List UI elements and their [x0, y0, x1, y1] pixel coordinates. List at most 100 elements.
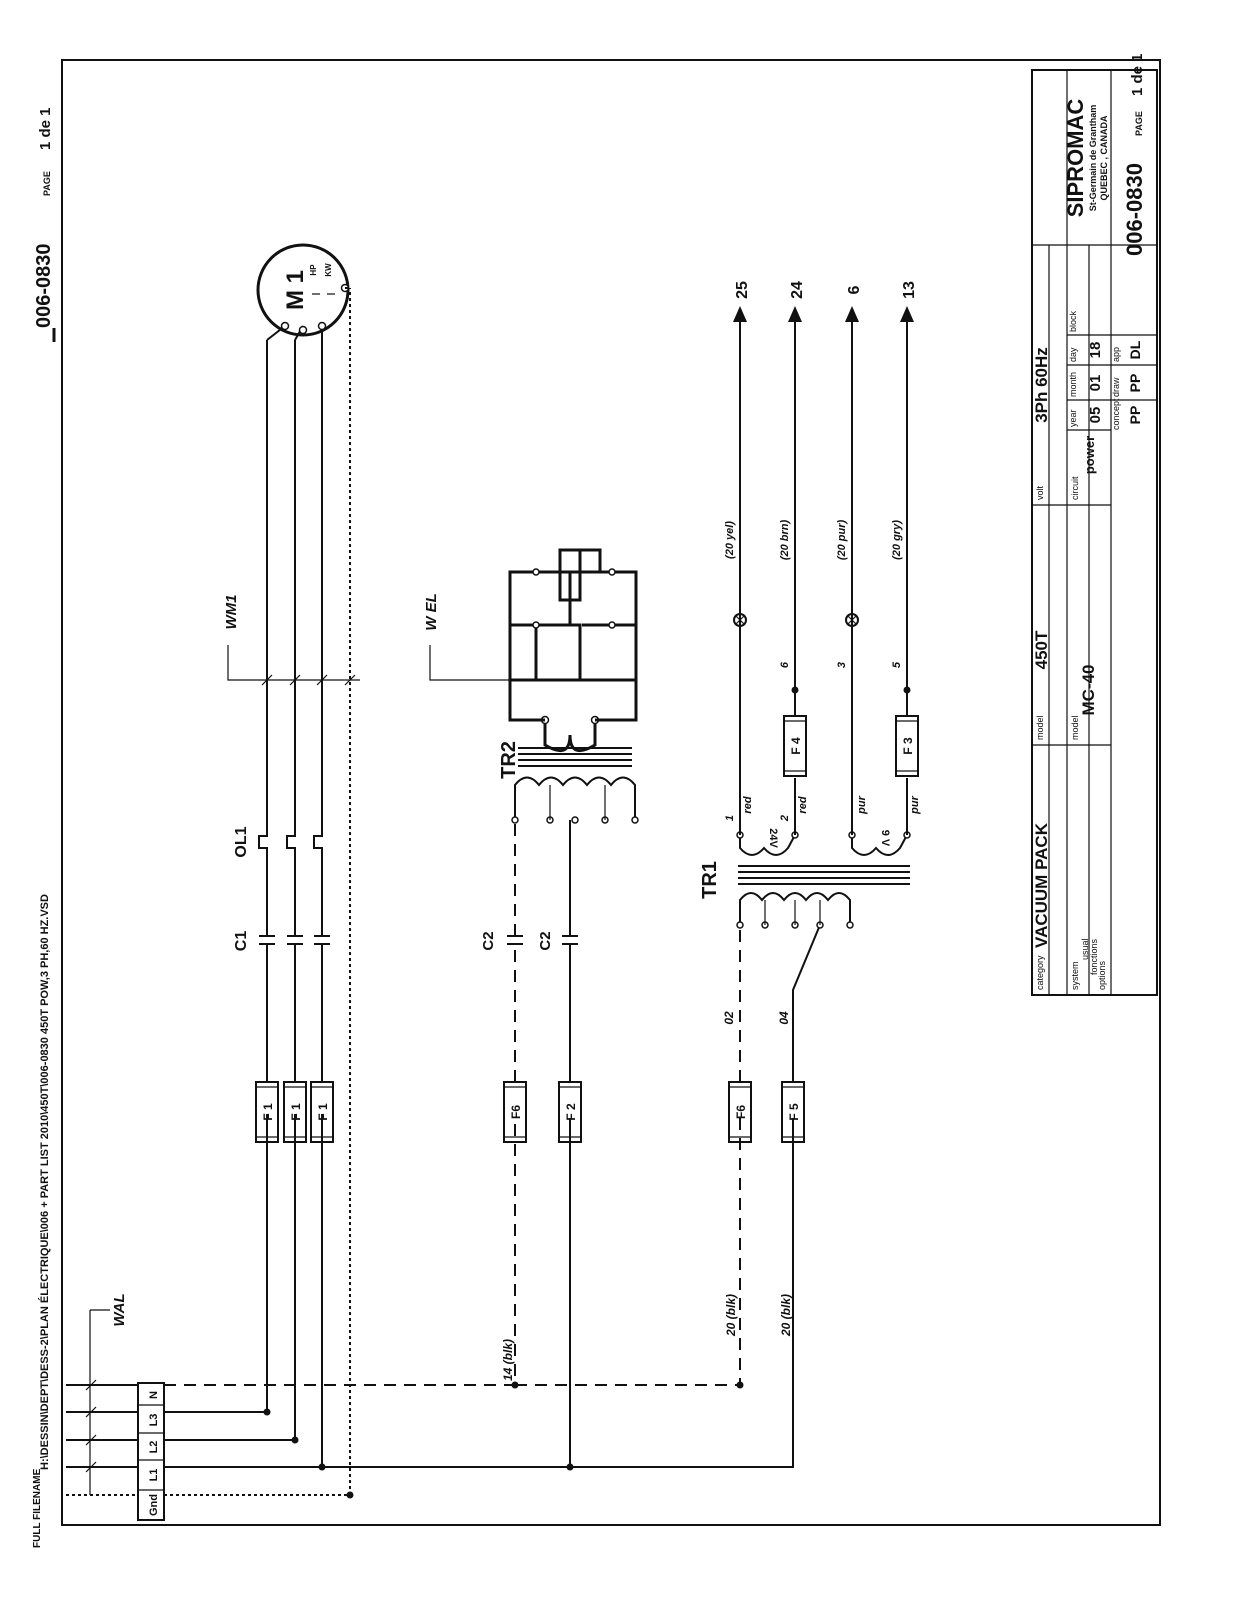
svg-text:F 1: F 1	[261, 1103, 275, 1121]
drawing-border	[61, 59, 1161, 1526]
tb-day: 18	[1087, 342, 1104, 359]
tb-page-label: PAGE	[1134, 111, 1144, 136]
tb-circuit: power	[1082, 436, 1097, 474]
output-25: 25	[734, 281, 751, 299]
tb-circuit-label: circuit	[1070, 476, 1080, 500]
svg-text:F 5: F 5	[787, 1103, 801, 1121]
wire-label-1: 1	[724, 815, 736, 821]
tb-concept: PP	[1127, 406, 1143, 425]
motor-m1: M 1 HP KW	[256, 243, 350, 337]
page-value: 1 de 1	[37, 107, 54, 150]
wire-label-14blk: 14 (blk)	[501, 1339, 515, 1381]
tb-drawing-number: 006-0830	[1122, 163, 1147, 256]
tb-app: DL	[1127, 340, 1143, 359]
wire-label-5: 5	[891, 661, 903, 668]
label-kw: KW	[324, 263, 333, 277]
header-path: H:\DESSIN\DEPT\DESS-2\PLAN ÉLECTRIQUE\00…	[38, 894, 51, 1470]
tb-block-label: block	[1068, 310, 1078, 332]
wire-label-3: 3	[836, 662, 848, 668]
svg-text:F 2: F 2	[564, 1103, 578, 1121]
terminal-out-wires	[164, 288, 794, 1499]
wire-label-gry: (20 gry)	[891, 520, 903, 560]
wire-label-pur2: pur	[909, 795, 921, 814]
fuse-f3: F 3	[895, 715, 919, 777]
svg-text:F 1: F 1	[316, 1103, 330, 1121]
svg-text:F6: F6	[734, 1105, 748, 1119]
tr2-branch: 14 (blk) F6 F 2 C2 C2	[423, 548, 639, 1381]
label-tr1: TR1	[699, 861, 721, 899]
lamp-yel	[733, 613, 747, 627]
tb-month: 01	[1087, 375, 1104, 392]
tb-fonctions-label: fonctions	[1089, 938, 1099, 975]
drawing-number: 006-0830	[33, 243, 55, 328]
terminal-n: N	[148, 1391, 160, 1399]
cable-wel: W EL	[423, 593, 515, 681]
wire-label-red2: red	[797, 796, 809, 813]
tb-concept-label: concept	[1111, 398, 1121, 430]
wire-label-wm1: WM1	[223, 595, 240, 630]
tb-model-number: 450T	[1032, 630, 1051, 669]
fuse-f6-tr1: F6	[728, 1081, 752, 1143]
tb-company: SIPROMAC	[1063, 99, 1088, 218]
supply-wires: WAL	[66, 1293, 138, 1496]
tb-model: MC-40	[1079, 664, 1098, 715]
label-ol1: OL1	[233, 826, 250, 857]
label-m1: M 1	[282, 270, 309, 310]
tb-app-label: app	[1111, 347, 1121, 362]
tb-category: VACUUM PACK	[1032, 822, 1051, 948]
tb-model-label: model	[1035, 715, 1045, 740]
tb-system-label: system	[1070, 961, 1080, 990]
title-block: category VACUUM PACK model 450T volt 3Ph…	[1031, 53, 1158, 996]
wire-label-pur: (20 pur)	[836, 519, 848, 560]
wire-label-2: 2	[779, 815, 791, 822]
label-9v: 9 V	[879, 830, 891, 847]
contactor-c2: C2 C2	[480, 931, 578, 951]
terminal-strip	[137, 1382, 165, 1521]
tb-draw: PP	[1127, 374, 1143, 393]
tb-draw-label: draw	[1111, 377, 1121, 397]
label-hp: HP	[309, 264, 318, 276]
tb-volt-label: volt	[1035, 485, 1045, 500]
tb-volt: 3Ph 60Hz	[1032, 347, 1051, 423]
label-tr2: TR2	[498, 741, 520, 779]
wire-label-brn: (20 brn)	[779, 519, 791, 560]
label-c2-b: C2	[537, 931, 554, 950]
wire-label-yel: (20 yel)	[724, 521, 736, 559]
arrow-13	[900, 306, 914, 322]
tb-page-value: 1 de 1	[1129, 53, 1146, 96]
motor-circuit: F 1 F 1 F 1 C1	[223, 243, 360, 1143]
arrow-25	[733, 306, 747, 322]
terminal-l3: L3	[148, 1414, 160, 1427]
output-24: 24	[789, 281, 806, 299]
terminal-block: N L3 L2 L1 Gnd	[137, 1382, 165, 1521]
tb-region: QUEBEC , CANADA	[1099, 115, 1109, 201]
label-24v: 24V	[767, 828, 779, 848]
heating-element	[510, 548, 636, 682]
wire-label-20blk-a: 20 (blk)	[724, 1294, 738, 1337]
terminal-gnd: Gnd	[148, 1494, 160, 1516]
wire-label-wel: W EL	[423, 593, 440, 631]
wire-label-6: 6	[779, 661, 791, 668]
contactor-c1: C1	[233, 931, 330, 952]
wire-label-wal: WAL	[111, 1293, 128, 1326]
wire-label-04: 04	[777, 1011, 791, 1025]
svg-text:F 4: F 4	[789, 737, 803, 755]
terminal-l2: L2	[148, 1441, 160, 1454]
tb-category-label: category	[1035, 955, 1045, 990]
label-c2-a: C2	[480, 931, 497, 950]
wire-label-red1: red	[742, 796, 754, 813]
tb-city: St-Germain de Grantham	[1088, 105, 1098, 212]
tb-year-label: year	[1068, 409, 1078, 427]
label-c1: C1	[233, 931, 250, 952]
terminal-l1: L1	[148, 1469, 160, 1482]
arrow-6	[845, 306, 859, 322]
output-6: 6	[846, 285, 863, 294]
wire-label-02: 02	[722, 1011, 736, 1025]
svg-text:F6: F6	[509, 1105, 523, 1119]
tr1-branch: 20 (blk) 20 (blk) F6 F 5 02 04	[699, 281, 921, 1337]
cable-wm1: WM1	[223, 595, 360, 686]
page-label: PAGE	[42, 171, 52, 196]
wire-label-pur1: pur	[856, 795, 868, 814]
overload-ol1: OL1	[233, 826, 323, 858]
